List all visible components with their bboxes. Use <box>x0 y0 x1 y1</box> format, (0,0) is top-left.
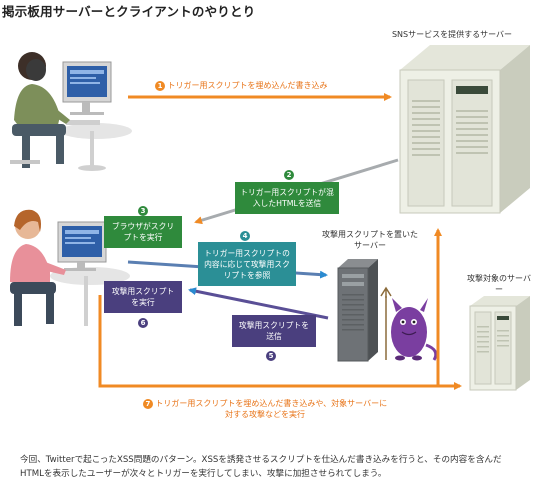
step-4-box: トリガー用スクリプトの内容に応じて攻撃用スクリプトを参照 <box>198 242 296 286</box>
step-1-text: トリガー用スクリプトを埋め込んだ書き込み <box>167 81 328 90</box>
step-7-text: トリガー用スクリプトを埋め込んだ書き込みや、対象サーバーに対する攻撃などを実行 <box>155 399 388 419</box>
attack-server-icon <box>337 259 378 362</box>
arrow-step-5 <box>188 287 329 320</box>
step-5-box: 攻撃用スクリプトを送信 <box>232 315 316 347</box>
sns-server-label: SNSサービスを提供するサーバー <box>391 30 513 39</box>
step-6-box: 攻撃用スクリプトを実行 <box>104 281 182 313</box>
arrow-step-7 <box>98 295 438 388</box>
step-7-label: 7 トリガー用スクリプトを埋め込んだ書き込みや、対象サーバーに対する攻撃などを実… <box>140 398 390 420</box>
step-3-number: 3 <box>138 206 148 216</box>
step-5-number: 5 <box>266 351 276 361</box>
victim-user-icon <box>10 209 130 326</box>
step-1-label: 1 トリガー用スクリプトを埋め込んだ書き込み <box>155 80 365 91</box>
target-server-label: 攻撃対象のサーバー <box>467 274 531 294</box>
step-4-number: 4 <box>240 231 250 241</box>
step-1-number: 1 <box>155 80 165 91</box>
target-server-icon <box>469 296 530 391</box>
sns-server-icon <box>399 45 530 214</box>
attack-server-label: 攻撃用スクリプトを置いたサーバー <box>322 230 418 250</box>
devil-icon <box>380 286 438 361</box>
step-3-box: ブラウザがスクリプトを実行 <box>104 216 182 248</box>
step-6-number: 6 <box>138 318 148 328</box>
step-2-number: 2 <box>284 170 294 180</box>
step-2-box: トリガー用スクリプトが混入したHTMLを送信 <box>235 182 339 214</box>
attacker-user-icon <box>10 52 132 171</box>
figure-caption: 今回、Twitterで起こったXSS問題のパターン。XSSを誘発させるスクリプト… <box>20 455 502 479</box>
step-7-number: 7 <box>142 398 153 409</box>
diagram-title: 掲示板用サーバーとクライアントのやりとり <box>2 4 256 19</box>
